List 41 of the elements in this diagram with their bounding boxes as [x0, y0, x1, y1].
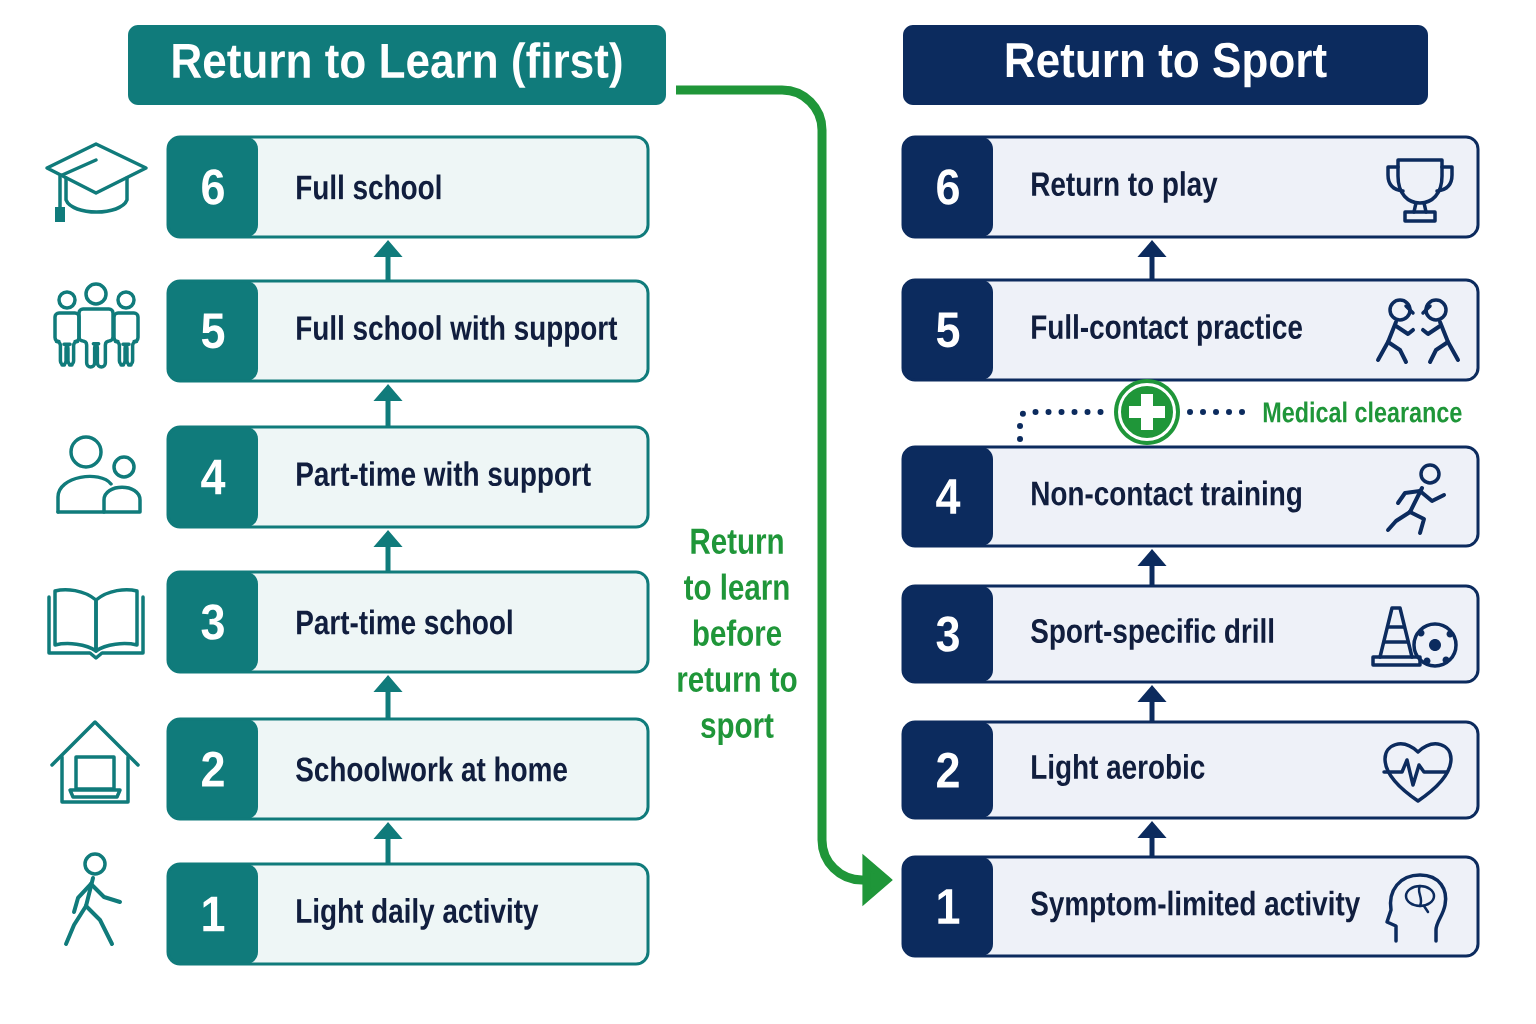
step-label: Return to play [1032, 171, 1218, 203]
step-box [901, 720, 1480, 820]
step-number: 5 [201, 313, 225, 349]
clearance-label: Medical clearance [1263, 401, 1462, 423]
step-number: 2 [937, 752, 959, 788]
step-label: Sport-specific drill [1031, 618, 1274, 650]
step-box [166, 279, 650, 383]
step-number: 3 [201, 604, 224, 640]
step-box [166, 862, 650, 966]
step-number: 1 [203, 896, 225, 932]
step-label: Part-time school [297, 609, 512, 635]
column-header: Return to Learn (first) [128, 25, 666, 105]
step-number: 2 [202, 751, 224, 787]
step-box [166, 570, 650, 674]
step-box [901, 584, 1480, 684]
step-number: 1 [938, 889, 960, 924]
step-number: 6 [202, 169, 224, 205]
step-box [166, 135, 650, 239]
column-header: Return to Sport [903, 25, 1428, 105]
step-label: Light daily activity [297, 898, 539, 930]
step-box [166, 717, 650, 821]
step-number: 3 [936, 616, 959, 652]
step-number: 5 [936, 312, 960, 348]
step-number: 6 [937, 169, 959, 205]
step-label: Non-contact training [1032, 480, 1301, 513]
step-label: Full school [297, 174, 441, 200]
step-label: Light aerobic [1032, 754, 1205, 786]
step-label: Full school with support [297, 315, 618, 347]
step-label: Schoolwork at home [296, 756, 567, 782]
step-label: Symptom-limited activity [1031, 890, 1361, 923]
step-label: Part-time with support [297, 461, 591, 493]
medical-cross-icon [1114, 379, 1180, 445]
step-box [901, 445, 1480, 548]
step-box [901, 855, 1480, 958]
step-label: Full-contact practice [1032, 314, 1302, 346]
step-number: 4 [936, 479, 961, 514]
step-box [901, 135, 1480, 239]
step-number: 4 [201, 459, 226, 495]
edge-label: Return to learn before return to sport [678, 528, 797, 746]
step-box [901, 278, 1480, 382]
step-box [166, 425, 650, 529]
